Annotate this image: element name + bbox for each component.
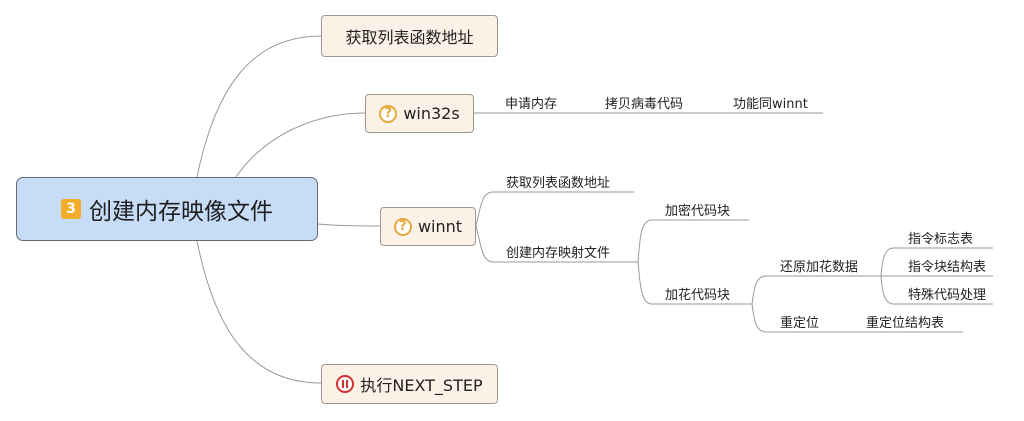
subtopic-get-func-addr[interactable]: 获取列表函数地址 [506,176,611,191]
priority-3-badge: 3 [61,199,81,219]
subtopic-alloc-memory[interactable]: 申请内存 [505,97,558,112]
subtopic-create-mapping-file[interactable]: 创建内存映射文件 [506,246,611,261]
topic-label: winnt [417,217,463,236]
root-topic[interactable]: 3 创建内存映像文件 [16,177,318,241]
subtopic-relocation-struct-table[interactable]: 重定位结构表 [866,316,945,331]
topic-label: 执行NEXT_STEP [360,376,483,395]
question-icon: ? [393,217,412,236]
subtopic-restore-junk-data[interactable]: 还原加花数据 [780,260,859,275]
subtopic-instruction-flag-table[interactable]: 指令标志表 [908,232,974,247]
topic-get-func-addr-top[interactable]: 获取列表函数地址 [321,15,498,57]
pause-icon [336,375,355,393]
question-icon: ? [379,104,398,123]
subtopic-relocation[interactable]: 重定位 [780,316,820,331]
topic-winnt[interactable]: ? winnt [380,207,476,246]
subtopic-instruction-block-struct-table[interactable]: 指令块结构表 [908,260,987,275]
subtopic-copy-virus-code[interactable]: 拷贝病毒代码 [605,97,684,112]
root-topic-label: 创建内存映像文件 [89,199,273,225]
subtopic-junk-code-block[interactable]: 加花代码块 [665,288,731,303]
topic-label: 获取列表函数地址 [345,28,474,47]
subtopic-same-as-winnt[interactable]: 功能同winnt [733,97,808,112]
subtopic-encrypt-code-block[interactable]: 加密代码块 [665,204,731,219]
topic-win32s[interactable]: ? win32s [365,94,474,133]
subtopic-special-code-handling[interactable]: 特殊代码处理 [908,288,987,303]
topic-exec-next-step[interactable]: 执行NEXT_STEP [321,364,498,404]
topic-label: win32s [403,104,460,123]
